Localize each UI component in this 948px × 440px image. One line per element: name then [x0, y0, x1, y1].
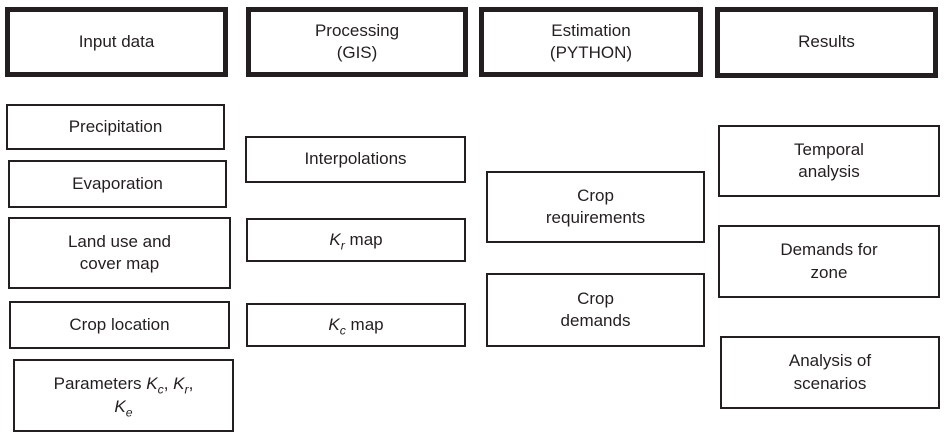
header-results: Results [715, 7, 938, 78]
box-kr-map: Kr map [246, 218, 466, 262]
header-input-data: Input data [5, 7, 228, 77]
box-precipitation: Precipitation [6, 104, 225, 150]
box-interpolations: Interpolations [245, 136, 466, 183]
box-kc-map: Kc map [246, 303, 466, 347]
box-evaporation: Evaporation [8, 160, 227, 208]
box-parameters-kc-kr-ke: Parameters Kc, Kr,Ke [13, 359, 234, 432]
header-processing-gis: Processing(GIS) [246, 7, 468, 77]
header-estimation-python: Estimation(PYTHON) [479, 7, 703, 77]
box-crop-location: Crop location [9, 301, 230, 349]
